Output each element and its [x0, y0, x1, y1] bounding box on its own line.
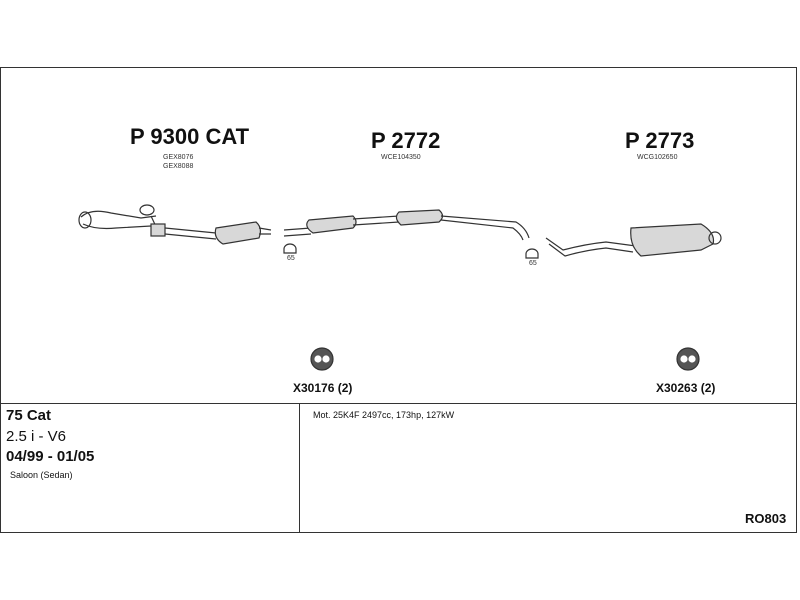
front-pipe-upper: [80, 210, 157, 219]
front-pipe-lower: [82, 223, 152, 230]
clip-label-right: 65: [529, 260, 537, 267]
mid-silencer-2: [395, 209, 444, 226]
mid-pipe-to-cat: [164, 227, 217, 240]
front-flange-right: [139, 204, 155, 216]
info-column-divider: [299, 403, 300, 532]
mid-silencer-1: [306, 215, 357, 234]
rear-silencer: [630, 223, 715, 257]
part-title-cat: P 9300 CAT: [130, 124, 250, 149]
diagram-frame: P 9300 CAT GEX8076 GEX8088 P 2772 WCE104…: [0, 67, 797, 533]
vehicle-body: Saloon (Sedan): [10, 470, 73, 480]
exhaust-diagram: [78, 204, 722, 371]
vehicle-model: 75 Cat: [6, 407, 52, 424]
rear-pipe: [545, 237, 637, 257]
hanger-x30263-graphic: [676, 347, 700, 371]
motor-spec: Mot. 25K4F 2497cc, 173hp, 127kW: [313, 410, 455, 420]
part-code: WCE104350: [381, 154, 421, 161]
part-code: WCG102650: [637, 154, 678, 161]
clip-right: [525, 248, 539, 259]
vehicle-dates: 04/99 - 01/05: [6, 448, 95, 465]
hanger-x30176-graphic: [310, 347, 334, 371]
part-code: GEX8076: [163, 154, 194, 161]
part-title-middle: P 2772: [371, 128, 441, 153]
hanger-label-left: X30176 (2): [293, 381, 353, 395]
mid-section-inlet: [283, 227, 312, 237]
clip-label-left: 65: [287, 255, 295, 262]
part-title-rear: P 2773: [625, 128, 695, 153]
mid-pipe-2: [352, 215, 400, 226]
vehicle-engine: 2.5 i - V6: [6, 428, 67, 445]
flex-joint: [150, 223, 166, 237]
front-flange-left: [78, 211, 92, 229]
info-divider: [1, 403, 796, 404]
catalyst-body: [214, 221, 262, 245]
part-code: GEX8088: [163, 163, 194, 170]
clip-left: [283, 243, 297, 254]
mid-section-outlet: [440, 215, 530, 241]
catalyst-outlet: [258, 227, 272, 235]
rear-tailpipe: [708, 231, 722, 245]
hanger-label-right: X30263 (2): [656, 381, 716, 395]
diagram-code: RO803: [745, 511, 787, 526]
